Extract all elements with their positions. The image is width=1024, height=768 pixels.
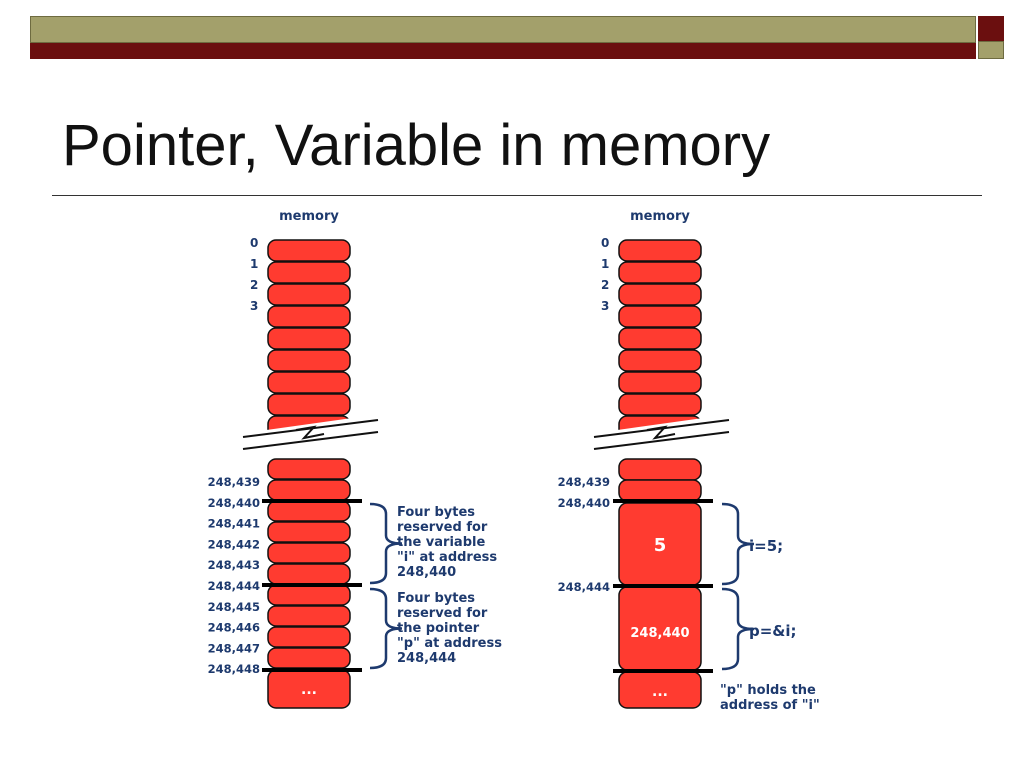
address-label: 248,442 xyxy=(208,537,260,551)
note-variable-i-line: reserved for xyxy=(397,520,488,535)
right-memory-diagram: memory 0 1 2 3 5 248,440... 248,439 248,440 248,4… xyxy=(558,209,820,713)
memory-cell xyxy=(618,371,702,394)
memory-break-line-bottom xyxy=(242,431,379,450)
title-divider xyxy=(52,195,982,196)
memory-cell xyxy=(618,393,702,416)
memory-cell xyxy=(267,283,351,306)
band-olive-stripe xyxy=(30,16,976,43)
memory-cell xyxy=(267,327,351,350)
memory-cell xyxy=(267,647,351,669)
title-decoration-band xyxy=(30,16,976,59)
address-label: 248,440 xyxy=(558,496,610,510)
address-label: 3 xyxy=(250,299,258,313)
address-label: 248,444 xyxy=(558,580,610,594)
value-p: 248,440 xyxy=(630,626,689,641)
note-pointer-p-line: Four bytes xyxy=(397,591,475,606)
note-variable-i-line: 248,440 xyxy=(397,565,456,580)
value-i: 5 xyxy=(654,535,667,556)
memory-header: memory xyxy=(630,209,690,224)
memory-cell xyxy=(267,500,351,522)
memory-cell xyxy=(618,261,702,284)
memory-cell xyxy=(267,458,351,480)
address-label: 2 xyxy=(250,278,258,292)
address-label: 248,441 xyxy=(208,517,260,531)
address-label: 248,447 xyxy=(208,641,260,655)
memory-cell xyxy=(618,327,702,350)
address-label: 248,443 xyxy=(208,558,260,572)
memory-cell xyxy=(267,542,351,564)
memory-break-zigzag xyxy=(646,425,676,440)
memory-cell xyxy=(267,626,351,648)
memory-break-line-bottom xyxy=(593,431,730,450)
left-memory-diagram: memory 0 1 2 3... 248,439 248,440 248,441 248,44… xyxy=(208,209,502,709)
address-label: 248,448 xyxy=(208,662,260,676)
brace-variable-i xyxy=(369,502,403,585)
brace-variable-i xyxy=(721,502,755,586)
corner-olive-square xyxy=(978,41,1004,59)
memory-cell xyxy=(618,283,702,306)
memory-cell xyxy=(267,349,351,372)
page-title: Pointer, Variable in memory xyxy=(62,113,771,178)
memory-cell xyxy=(267,305,351,328)
memory-cell xyxy=(267,393,351,416)
note-variable-i-line: Four bytes xyxy=(397,505,475,520)
address-label: 1 xyxy=(601,257,609,271)
memory-cell xyxy=(267,605,351,627)
memory-cell xyxy=(267,261,351,284)
note-pointer-holds-address-line: "p" holds the xyxy=(720,683,816,698)
memory-cell xyxy=(267,521,351,543)
address-label: 0 xyxy=(601,236,609,250)
address-label: 248,445 xyxy=(208,600,260,614)
memory-cell xyxy=(267,584,351,606)
ellipsis-label: ... xyxy=(652,684,668,700)
corner-maroon-square xyxy=(978,16,1004,41)
code-label-p: p=&i; xyxy=(749,622,797,640)
memory-break-zigzag xyxy=(295,425,325,440)
note-pointer-p-line: reserved for xyxy=(397,606,488,621)
band-maroon-stripe xyxy=(30,43,976,59)
brace-pointer-p xyxy=(721,587,755,671)
address-label: 248,446 xyxy=(208,621,260,635)
memory-cell xyxy=(267,563,351,585)
memory-cell xyxy=(618,239,702,262)
ellipsis-label: ... xyxy=(301,682,317,698)
note-pointer-p-line: 248,444 xyxy=(397,651,456,666)
address-label: 1 xyxy=(250,257,258,271)
address-label: 0 xyxy=(250,236,258,250)
note-pointer-p-line: "p" at address xyxy=(397,636,502,651)
note-pointer-p-line: the pointer xyxy=(397,621,480,636)
memory-cell xyxy=(267,239,351,262)
memory-cell xyxy=(618,458,702,481)
memory-header: memory xyxy=(279,209,339,224)
brace-pointer-p xyxy=(369,587,403,670)
code-label-i: i=5; xyxy=(749,537,783,555)
address-label: 248,439 xyxy=(208,475,260,489)
memory-cell xyxy=(618,479,702,502)
memory-cell xyxy=(267,479,351,501)
memory-cell xyxy=(618,349,702,372)
address-label: 248,440 xyxy=(208,496,260,510)
address-label: 248,444 xyxy=(208,579,260,593)
address-label: 3 xyxy=(601,299,609,313)
note-variable-i-line: the variable xyxy=(397,535,485,550)
note-pointer-holds-address-line: address of "i" xyxy=(720,698,820,713)
memory-cell xyxy=(618,305,702,328)
note-variable-i-line: "i" at address xyxy=(397,550,497,565)
address-label: 248,439 xyxy=(558,475,610,489)
address-label: 2 xyxy=(601,278,609,292)
memory-cell xyxy=(267,371,351,394)
